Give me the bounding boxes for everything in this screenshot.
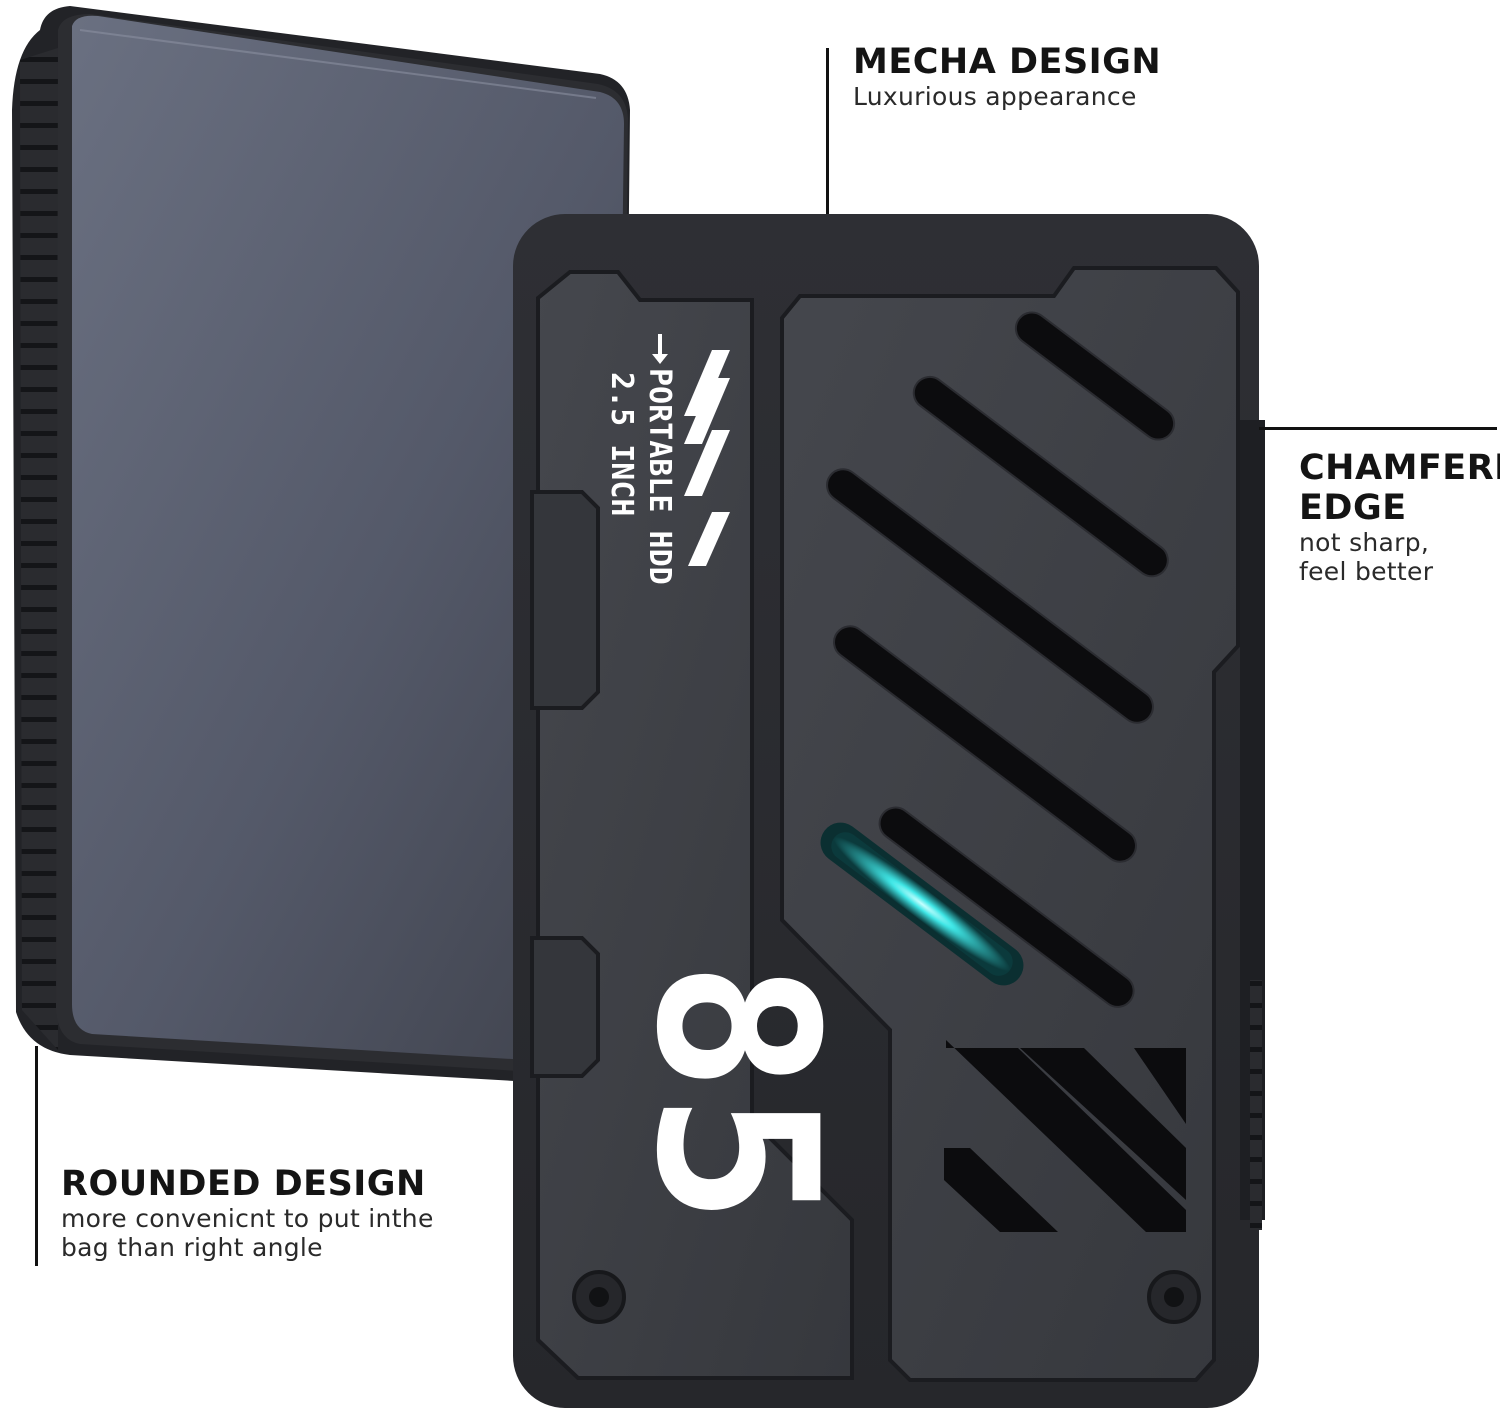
vent-slots xyxy=(826,311,1176,1008)
mecha-design-subtitle: Luxurious appearance xyxy=(853,82,1137,111)
rounded-callout-line xyxy=(35,1046,38,1266)
status-led xyxy=(820,822,1024,986)
product-label-line2: 2.5 INCH xyxy=(604,372,639,517)
chamfer-edge-subtitle-line2: feel better xyxy=(1299,557,1434,586)
stripe-marks xyxy=(684,350,730,566)
rounded-design-title: ROUNDED DESIGN xyxy=(61,1164,426,1204)
brand-logo: 85 xyxy=(608,960,864,1225)
product-label-line1: PORTABLE HDD xyxy=(642,368,677,585)
rounded-design-subtitle-line2: bag than right angle xyxy=(61,1233,323,1262)
chamfer-callout-line xyxy=(1259,427,1497,430)
chamfer-edge-subtitle-line1: not sharp, xyxy=(1299,528,1430,557)
screw xyxy=(572,1270,626,1324)
chamfer-edge-callout: CHAMFERE EDGE not sharp, feel better xyxy=(1299,448,1500,586)
rounded-design-callout: ROUNDED DESIGN more convenicnt to put in… xyxy=(61,1164,481,1262)
chamfer-edge-title-line2: EDGE xyxy=(1299,488,1407,528)
front-device: PORTABLE HDD 2.5 INCH 85 xyxy=(513,214,1265,1408)
mecha-design-title: MECHA DESIGN xyxy=(853,42,1162,82)
back-device xyxy=(12,6,630,1086)
screw xyxy=(1147,1270,1201,1324)
decorative-cutouts xyxy=(944,1040,1186,1232)
mecha-design-callout: MECHA DESIGN Luxurious appearance xyxy=(853,42,1161,111)
chamfer-edge-title-line1: CHAMFERE xyxy=(1299,448,1500,488)
rounded-design-subtitle-line1: more convenicnt to put inthe xyxy=(61,1204,434,1233)
mecha-callout-line xyxy=(826,48,829,214)
